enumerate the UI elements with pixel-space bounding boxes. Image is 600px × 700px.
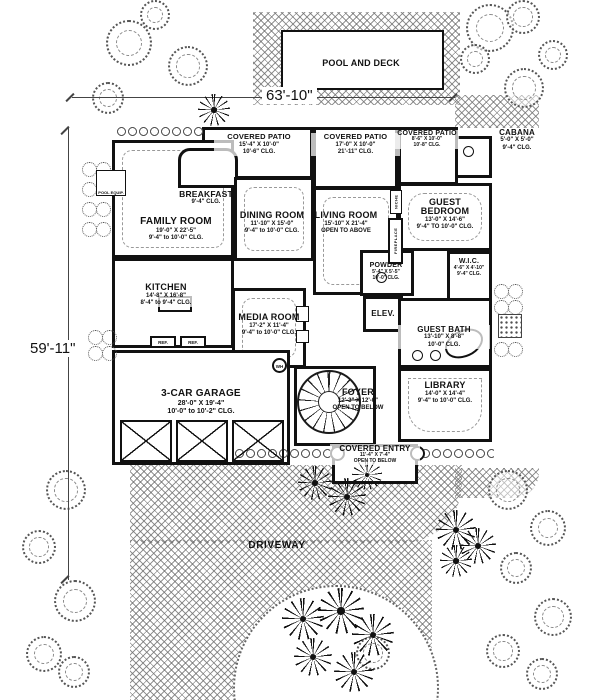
refrigerator: REF. [180, 336, 206, 348]
tree-icon [530, 510, 566, 546]
toilet-icon [412, 350, 423, 361]
tree-icon [506, 0, 540, 34]
shrub-icon [494, 284, 509, 299]
hedge-row-icon [116, 126, 204, 137]
toilet-icon [376, 272, 387, 283]
ceiling-outline [122, 150, 224, 248]
shrub-icon [96, 202, 111, 217]
tree-icon [54, 580, 96, 622]
tree-icon [58, 656, 90, 688]
palm-icon [334, 652, 374, 692]
shrub-icon [102, 346, 117, 361]
dining-room [234, 177, 314, 261]
planter-icon [498, 314, 522, 338]
tree-icon [500, 552, 532, 584]
shrub-icon [494, 300, 509, 315]
tree-icon [106, 20, 152, 66]
av-equipment-box [296, 330, 309, 343]
toilet-icon [430, 350, 441, 361]
tree-icon [488, 470, 528, 510]
garage-door-icon [120, 420, 172, 462]
width-dimension-label: 63'-10" [262, 87, 317, 104]
shrub-icon [82, 222, 97, 237]
ceiling-outline [408, 378, 482, 432]
library-room [398, 368, 492, 442]
tree-icon [538, 40, 568, 70]
pool [281, 30, 444, 90]
garage-door-icon [232, 420, 284, 462]
shrub-icon [82, 162, 97, 177]
tree-icon [46, 470, 86, 510]
av-equipment-box [296, 306, 309, 322]
tree-icon [486, 634, 520, 668]
shrub-icon [82, 202, 97, 217]
tree-icon [460, 44, 490, 74]
tree-icon [26, 636, 62, 672]
shrub-icon [508, 342, 523, 357]
guest-bedroom [398, 183, 492, 251]
entry-column [410, 446, 425, 461]
shrub-icon [88, 346, 103, 361]
cabana-label: CABANA 5'-0" X 5'-0" 9'-4" CLG. [499, 128, 535, 151]
powder-room [360, 250, 414, 296]
tree-icon [92, 82, 124, 114]
covered-patio-right [398, 127, 458, 185]
hedge-row-icon [420, 448, 494, 459]
tree-icon [22, 530, 56, 564]
shrub-icon [508, 284, 523, 299]
tree-icon [140, 0, 170, 30]
kitchen-island [158, 296, 192, 312]
fireplace: FIREPLACE [388, 218, 403, 264]
shrub-icon [96, 222, 111, 237]
palm-icon [440, 545, 472, 577]
tree-icon [534, 598, 572, 636]
palm-icon [298, 466, 332, 500]
palm-icon [352, 614, 394, 656]
ceiling-outline [408, 193, 482, 241]
refrigerator: REF. [150, 336, 176, 348]
pool-equipment-box: POOL EQUIP. [96, 170, 126, 196]
shrub-icon [88, 330, 103, 345]
tree-icon [504, 68, 544, 108]
garage-door-icon [176, 420, 228, 462]
palm-icon [352, 460, 382, 490]
tree-icon [168, 46, 208, 86]
entry-column [330, 446, 345, 461]
water-heater: WH [272, 358, 287, 373]
spiral-staircase-icon [297, 370, 361, 434]
shrub-icon [508, 300, 523, 315]
shrub-icon [494, 342, 509, 357]
depth-dimension-label: 59'-11" [26, 340, 80, 357]
elevator-shaft [363, 296, 403, 332]
shrub-icon [102, 330, 117, 345]
tree-icon [526, 658, 558, 690]
cabana-room [455, 136, 492, 178]
breakfast-nook [178, 148, 238, 188]
toilet-icon [463, 146, 474, 157]
palm-icon [198, 94, 230, 126]
covered-patio-mid [313, 127, 398, 189]
palm-icon [294, 638, 332, 676]
ceiling-outline [244, 187, 304, 251]
ceiling-outline [242, 298, 296, 358]
niche: NICHE [390, 190, 402, 214]
palm-icon [282, 598, 324, 640]
shrub-icon [82, 182, 97, 197]
